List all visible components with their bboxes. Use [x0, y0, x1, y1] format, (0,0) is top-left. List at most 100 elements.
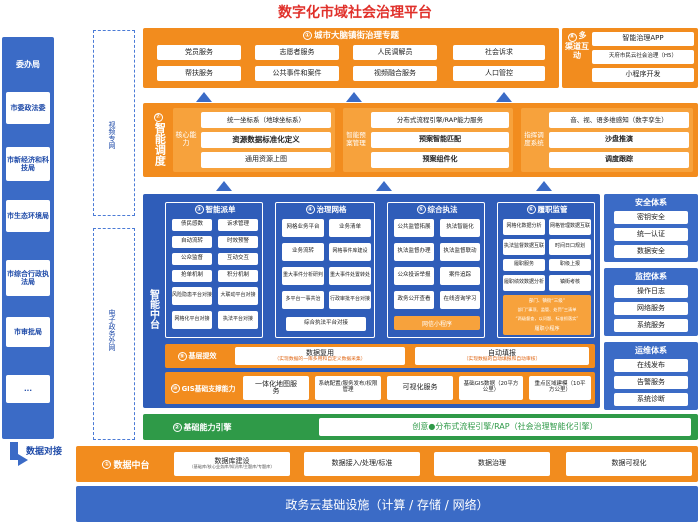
side-item-label: ... — [24, 384, 32, 393]
gis-map-service[interactable]: 一体化地图服务 — [243, 376, 309, 400]
law-item[interactable]: 执法监督办理 — [394, 243, 434, 261]
plan-rap-engine[interactable]: 分布式流程引擎/RAP能力服务 — [371, 112, 509, 128]
duty-item[interactable]: 履职绩效数据分析 — [503, 275, 545, 291]
core-capability-group: 核心能力 统一坐标系（地球坐标系） 资源数据标准化定义 通用资源上图 — [173, 108, 335, 172]
ops-item[interactable]: 在线发布 — [614, 359, 688, 372]
section-number-icon: ⑤ — [416, 205, 426, 214]
law-mini-program[interactable]: 网信小程序 — [394, 316, 480, 330]
dispatch-item[interactable]: 诉求管理 — [218, 219, 258, 231]
grid-item[interactable]: 综合执法平台对接 — [286, 317, 366, 331]
ops-item[interactable]: 告警服务 — [614, 376, 688, 389]
duty-item[interactable]: 职级上报 — [549, 259, 591, 271]
dispatch-item[interactable]: 积分机制 — [218, 270, 258, 282]
service-mediator[interactable]: 人民调解员 — [353, 45, 437, 60]
dispatch-item[interactable]: 债民感数 — [172, 219, 212, 231]
dispatch-item[interactable]: 抢单机制 — [172, 270, 212, 282]
data-ingest[interactable]: 数据接入/处理/标准 — [304, 452, 420, 476]
dispatch-item[interactable]: 时效预警 — [218, 236, 258, 248]
channel-mini-program[interactable]: 小程序开发 — [592, 68, 694, 82]
data-db-build[interactable]: 数据库建设 （基础库/核心业务库/知识库/主题库/专题库） — [174, 452, 290, 476]
side-item-huanjingju[interactable]: 市生态环境局 — [6, 200, 50, 232]
data-connect-arrow — [10, 442, 18, 460]
side-item-label: 市新经济和科技局 — [7, 155, 49, 172]
efficiency-auto-fill-label: 自动填报 — [488, 348, 516, 357]
gis-config[interactable]: 系统配置/服务发布/权限管理 — [315, 376, 381, 400]
service-volunteer[interactable]: 志愿者服务 — [255, 45, 339, 60]
plan-component[interactable]: 预案组件化 — [371, 152, 509, 168]
dispatch-item[interactable]: 大联动平台对接 — [218, 287, 258, 305]
monitor-item[interactable]: 操作日志 — [614, 285, 688, 298]
side-item-zhengfawei[interactable]: 市委政法委 — [6, 92, 50, 124]
service-appeal[interactable]: 社会诉求 — [453, 45, 545, 60]
dispatch-item[interactable]: 自动流转 — [172, 236, 212, 248]
law-item[interactable]: 公共监管拓展 — [394, 219, 434, 237]
service-population[interactable]: 人口管控 — [453, 66, 545, 81]
egov-network-label: 电子政务外网 — [103, 290, 121, 370]
dispatch-item[interactable]: 网格化平台对接 — [172, 311, 212, 329]
gis-base-data[interactable]: 基础GIS数据（20平方公里） — [459, 376, 523, 400]
dispatch-perception[interactable]: 音、视、语多维感知（数字孪生） — [549, 112, 689, 128]
core-resource-standard[interactable]: 资源数据标准化定义 — [201, 132, 331, 148]
service-public-event[interactable]: 公共事件和案件 — [255, 66, 339, 81]
grid-item[interactable]: 业务清单 — [329, 219, 371, 237]
channel-h5[interactable]: 天府市民云社会治理（H5） — [592, 50, 694, 64]
video-network-frame — [93, 30, 135, 216]
data-visualization[interactable]: 数据可视化 — [566, 452, 692, 476]
monitor-item[interactable]: 网络服务 — [614, 302, 688, 315]
duty-item[interactable]: 时间日口规划 — [549, 239, 591, 255]
law-item[interactable]: 在线咨询学习 — [440, 291, 480, 309]
law-item[interactable]: 执法监督联动 — [440, 243, 480, 261]
dispatch-item[interactable]: 执法平台对接 — [218, 311, 258, 329]
base-engine-content[interactable]: 创意●分布式流程引擎/RAP（社会治理智能化引擎） — [319, 418, 691, 436]
grid-item[interactable]: 重大事件分析研判 — [282, 267, 324, 285]
channel-app[interactable]: 智能治理APP — [592, 32, 694, 46]
gis-visualization[interactable]: 可视化服务 — [387, 376, 453, 400]
grid-item[interactable]: 网格事件库建设 — [329, 243, 371, 261]
dispatch-item[interactable]: 公众监督 — [172, 253, 212, 265]
arrow-up-icon — [496, 92, 512, 102]
efficiency-data-reuse[interactable]: 数据复用 （实现数据的一库多用和自定义数据采集） — [235, 347, 405, 365]
grid-item[interactable]: 多平台一事共治 — [282, 291, 324, 309]
duty-item[interactable]: 履职服务 — [503, 259, 545, 271]
security-item[interactable]: 密钥安全 — [614, 211, 688, 224]
side-item-kejiju[interactable]: 市新经济和科技局 — [6, 147, 50, 181]
grid-item[interactable]: 网格业务平台 — [282, 219, 324, 237]
duty-item[interactable]: 镇街考核 — [549, 275, 591, 291]
core-resource-map[interactable]: 通用资源上图 — [201, 152, 331, 168]
security-item[interactable]: 统一认证 — [614, 228, 688, 241]
efficiency-auto-fill[interactable]: 自动填报 （实现数据的自动填报和自动审核） — [415, 347, 589, 365]
law-item[interactable]: 执法智能化 — [440, 219, 480, 237]
law-item[interactable]: 政务公开查看 — [394, 291, 434, 309]
duty-item[interactable]: 执法监督数据互联 — [503, 239, 545, 255]
side-item-more[interactable]: ... — [6, 375, 50, 403]
dispatch-item[interactable]: 互动交互 — [218, 253, 258, 265]
plan-management-label: 智能预案管理 — [346, 131, 366, 147]
service-video-fusion[interactable]: 视频融合服务 — [353, 66, 437, 81]
service-assistance[interactable]: 帮扶服务 — [157, 66, 241, 81]
dispatch-sandbox[interactable]: 沙盘推演 — [549, 132, 689, 148]
duty-item[interactable]: 网格管理数据互联 — [549, 219, 591, 235]
core-capability-label: 核心能力 — [175, 130, 197, 147]
law-item[interactable]: 案件追踪 — [440, 267, 480, 285]
duty-item[interactable]: 网格化数据分析 — [503, 219, 545, 235]
side-item-shenpiju[interactable]: 市审批局 — [6, 317, 50, 347]
side-item-zhifaju[interactable]: 市综合行政执法局 — [6, 260, 50, 296]
duty-mini-program[interactable]: 履职小程序 — [534, 325, 560, 332]
plan-match[interactable]: 预案智能匹配 — [371, 132, 509, 148]
egov-network-frame — [93, 228, 135, 440]
ops-item[interactable]: 系统诊断 — [614, 393, 688, 406]
monitor-item[interactable]: 系统服务 — [614, 319, 688, 332]
grid-item[interactable]: 业务流转 — [282, 243, 324, 261]
gis-key-area[interactable]: 重点区域建模（10平方公里） — [529, 376, 591, 400]
grid-item[interactable]: 行政审批平台对接 — [329, 291, 371, 309]
dispatch-tracking[interactable]: 调度跟踪 — [549, 152, 689, 168]
service-party-member[interactable]: 党员服务 — [157, 45, 241, 60]
dispatch-item[interactable]: 风险隐患平台对接 — [172, 287, 212, 305]
duty-sub-panel: 部门、镇街“三级” 部门“事项、监管、处罚”三清单 “两级督查，以问题、标准抓落… — [503, 295, 591, 335]
core-coordinate[interactable]: 统一坐标系（地球坐标系） — [201, 112, 331, 128]
law-item[interactable]: 公众投诉举报 — [394, 267, 434, 285]
security-item[interactable]: 数据安全 — [614, 245, 688, 258]
grid-item[interactable]: 重大事件处置转处 — [329, 267, 371, 285]
data-governance[interactable]: 数据治理 — [434, 452, 550, 476]
